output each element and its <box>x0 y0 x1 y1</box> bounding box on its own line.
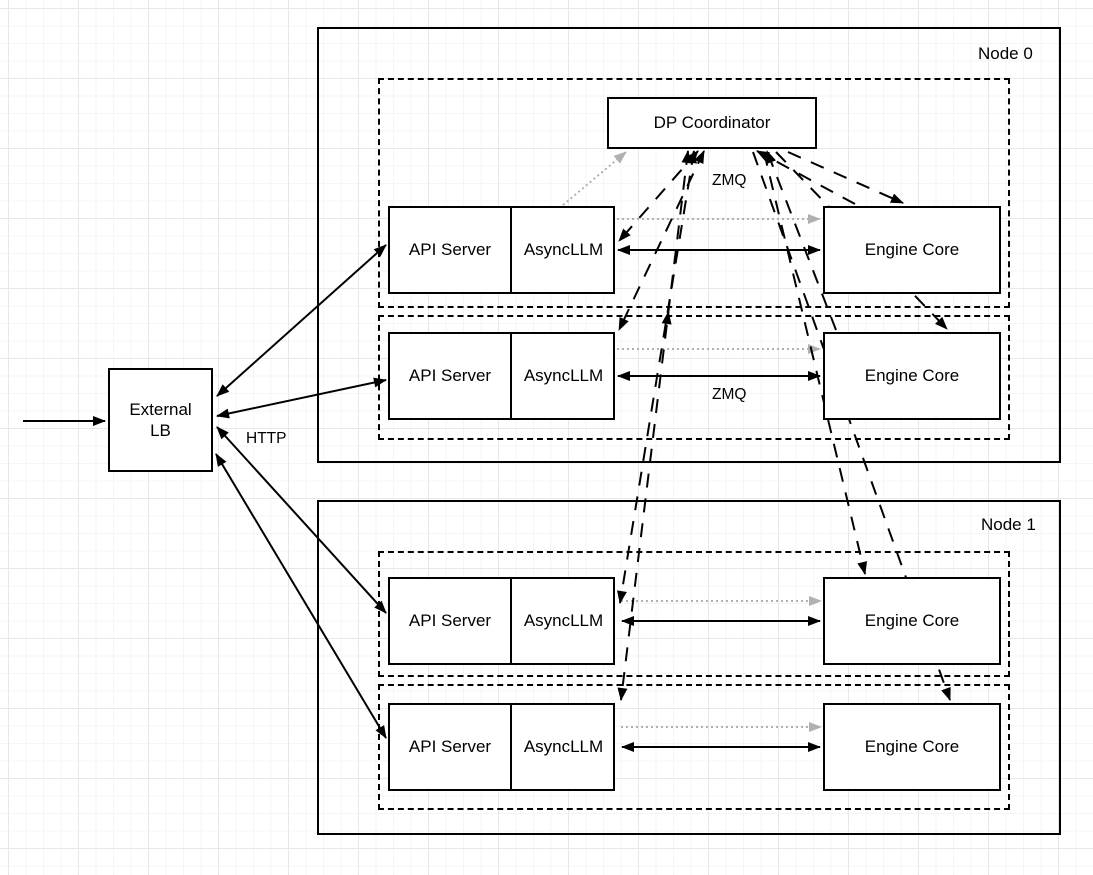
external-lb-label: External LB <box>129 399 192 440</box>
dp-coordinator-box: DP Coordinator <box>607 97 817 149</box>
zmq-bottom-edge-label: ZMQ <box>712 386 747 403</box>
engine-core-label: Engine Core <box>864 737 960 757</box>
external-lb-box: External LB <box>108 368 213 472</box>
dashed-mid-arrowhead <box>661 311 672 325</box>
engine-core-label: Engine Core <box>864 611 960 631</box>
api-async-box-2: API Server AsyncLLM <box>388 577 615 665</box>
asyncllm-cell: AsyncLLM <box>510 705 615 789</box>
dashed-coordinator-async1 <box>618 150 705 331</box>
engine-core-box-0: Engine Core <box>823 206 1001 294</box>
dotted-async0-to-coordinator <box>562 151 627 206</box>
dashed-coordinator-to-engine1 <box>775 151 948 330</box>
asyncllm-cell: AsyncLLM <box>510 208 615 292</box>
edge-lb-api1 <box>216 377 387 419</box>
engine-core-box-2: Engine Core <box>823 577 1001 665</box>
asyncllm-cell: AsyncLLM <box>510 334 615 418</box>
dashed-coordinator-async3 <box>617 150 692 701</box>
http-edge-label: HTTP <box>246 430 287 447</box>
api-async-box-3: API Server AsyncLLM <box>388 703 615 791</box>
solid-links <box>23 244 821 752</box>
engine-core-box-3: Engine Core <box>823 703 1001 791</box>
edge-lb-api3 <box>215 453 387 739</box>
api-async-box-1: API Server AsyncLLM <box>388 332 615 420</box>
dashed-engine0-to-coordinator <box>756 150 856 205</box>
api-async-box-0: API Server AsyncLLM <box>388 206 615 294</box>
dashed-engine1-to-coordinator <box>766 150 837 331</box>
dashed-coordinator-to-engine2 <box>763 151 868 575</box>
api-server-label: API Server <box>408 737 492 756</box>
api-server-cell: API Server <box>390 705 510 789</box>
edge-lb-api0 <box>216 244 387 397</box>
asyncllm-cell: AsyncLLM <box>510 579 615 663</box>
node1-label: Node 1 <box>981 515 1036 534</box>
engine-core-label: Engine Core <box>864 366 960 386</box>
node1-replica1-group <box>378 684 1010 810</box>
dp-coordinator-label: DP Coordinator <box>653 113 771 133</box>
asyncllm-label: AsyncLLM <box>523 611 604 630</box>
api-server-label: API Server <box>408 366 492 385</box>
asyncllm-label: AsyncLLM <box>523 240 604 259</box>
zmq-top-edge-label: ZMQ <box>712 172 747 189</box>
engine-core-label: Engine Core <box>864 240 960 260</box>
api-server-cell: API Server <box>390 334 510 418</box>
api-server-label: API Server <box>408 611 492 630</box>
asyncllm-label: AsyncLLM <box>523 737 604 756</box>
engine-core-box-1: Engine Core <box>823 332 1001 420</box>
api-server-cell: API Server <box>390 579 510 663</box>
edge-lb-api2 <box>216 426 387 614</box>
node0-label: Node 0 <box>978 44 1033 63</box>
asyncllm-label: AsyncLLM <box>523 366 604 385</box>
dotted-links <box>562 151 822 732</box>
api-server-cell: API Server <box>390 208 510 292</box>
dashed-coordinator-to-engine0 <box>787 151 904 204</box>
api-server-label: API Server <box>408 240 492 259</box>
